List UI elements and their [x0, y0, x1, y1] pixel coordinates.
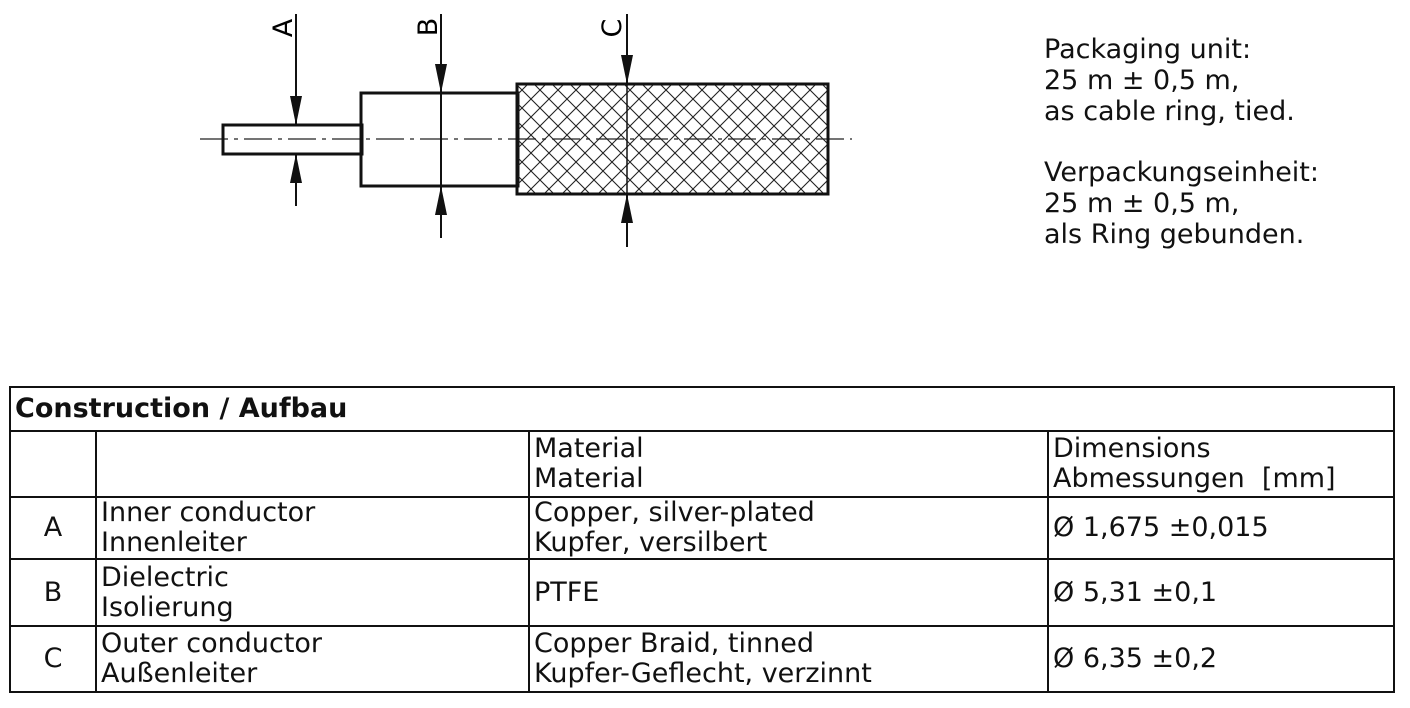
construction-table: Construction / Aufbau Material Material … — [8, 386, 1396, 693]
header-material-cell: Material Material — [528, 430, 1049, 498]
component-en: Inner conductor — [101, 497, 316, 528]
header-id-cell — [9, 430, 97, 498]
header-material-en: Material — [534, 433, 644, 464]
table-row: B Dielectric Isolierung PTFE Ø 5,31 ±0,1 — [9, 558, 1396, 627]
row-material: Copper, silver-plated Kupfer, versilbert — [528, 496, 1049, 560]
row-dimension: Ø 1,675 ±0,015 — [1046, 496, 1396, 560]
material-en: Copper Braid, tinned — [534, 628, 814, 659]
row-dimension: Ø 6,35 ±0,2 — [1046, 625, 1396, 693]
row-component: Dielectric Isolierung — [95, 558, 530, 627]
header-material-de: Material — [534, 463, 644, 494]
row-id: C — [9, 625, 97, 693]
table-header-row: Material Material Dimensions Abmessungen… — [9, 430, 1396, 498]
table-row: C Outer conductor Außenleiter Copper Bra… — [9, 625, 1396, 693]
table-title: Construction / Aufbau — [8, 386, 1396, 432]
material-de: Kupfer-Geflecht, verzinnt — [534, 658, 872, 689]
packaging-length-en: 25 m ± 0,5 m, — [1044, 65, 1240, 96]
component-de: Isolierung — [101, 591, 234, 623]
packaging-note: Packaging unit: 25 m ± 0,5 m, as cable r… — [1044, 34, 1319, 250]
dimension-a-label: A — [268, 18, 299, 37]
packaging-title-en: Packaging unit: — [1044, 34, 1252, 65]
packaging-form-de: als Ring gebunden. — [1044, 219, 1305, 250]
packaging-length-de: 25 m ± 0,5 m, — [1044, 188, 1240, 219]
component-de: Außenleiter — [101, 658, 258, 689]
dimension-c-label: C — [597, 19, 628, 38]
component-en: Outer conductor — [101, 628, 323, 659]
material-de: Kupfer, versilbert — [534, 527, 768, 558]
dimension-b-marker: B — [413, 14, 447, 238]
header-dimensions-de: Abmessungen [mm] — [1053, 463, 1336, 494]
outer-conductor-braid — [515, 82, 830, 196]
row-id: B — [9, 558, 97, 627]
row-component: Outer conductor Außenleiter — [95, 625, 530, 693]
packaging-form-en: as cable ring, tied. — [1044, 96, 1295, 127]
row-material: Copper Braid, tinned Kupfer-Geflecht, ve… — [528, 625, 1049, 693]
row-component: Inner conductor Innenleiter — [95, 496, 530, 560]
header-component-cell — [95, 430, 530, 498]
component-en: Dielectric — [101, 561, 229, 593]
dimension-a-marker: A — [268, 14, 302, 206]
table-row: A Inner conductor Innenleiter Copper, si… — [9, 496, 1396, 560]
header-dimensions-cell: Dimensions Abmessungen [mm] — [1046, 430, 1396, 498]
dimension-c-marker: C — [597, 14, 633, 247]
component-de: Innenleiter — [101, 527, 247, 558]
cable-cross-section-drawing: A B C — [200, 14, 852, 247]
header-dimensions-en: Dimensions — [1053, 433, 1211, 464]
row-id: A — [9, 496, 97, 560]
row-dimension: Ø 5,31 ±0,1 — [1046, 558, 1396, 627]
row-material: PTFE — [528, 558, 1049, 627]
packaging-title-de: Verpackungseinheit: — [1044, 157, 1319, 188]
material-en: Copper, silver-plated — [534, 497, 815, 528]
dimension-b-label: B — [413, 18, 444, 37]
